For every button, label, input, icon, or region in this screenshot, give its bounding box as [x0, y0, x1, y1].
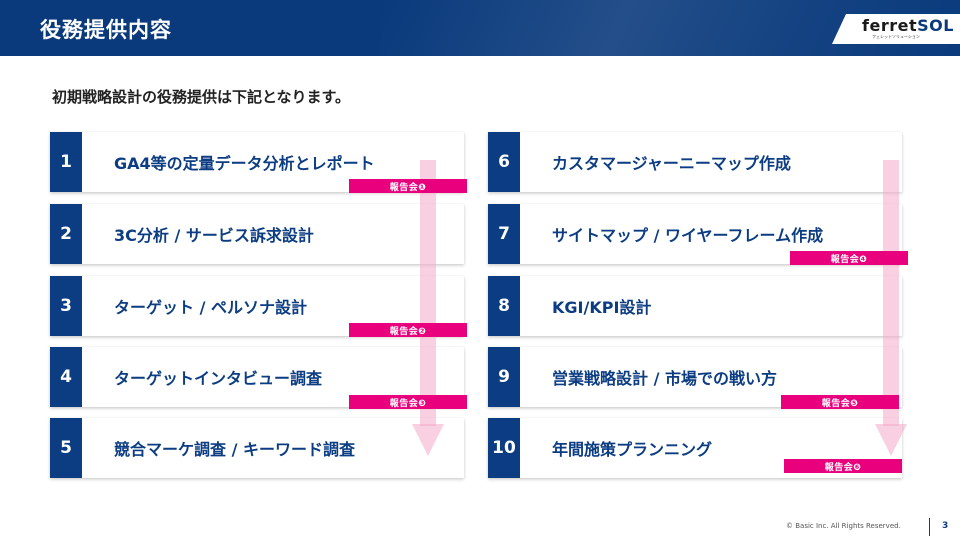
service-item-6: 6 カスタマージャーニーマップ作成 [488, 132, 902, 192]
item-label: サイトマップ / ワイヤーフレーム作成 [552, 226, 824, 245]
slide-title: 役務提供内容 [40, 18, 172, 42]
item-label: KGI/KPI設計 [552, 298, 652, 317]
report-badge-5: 報告会❺ [781, 395, 899, 409]
report-badge-6: 報告会❻ [784, 459, 902, 473]
copyright-text: © Basic Inc. All Rights Reserved. [786, 522, 901, 530]
item-number: 5 [50, 418, 82, 478]
report-badge-3: 報告会❸ [349, 395, 467, 409]
item-label: 競合マーケ調査 / キーワード調査 [114, 440, 355, 459]
logo-text: ferretSOL [862, 16, 954, 35]
page-number: 3 [942, 521, 949, 531]
brand-logo: ferretSOL フェレットソリューション [832, 14, 960, 44]
logo-main: ferret [862, 16, 918, 35]
item-number: 7 [488, 204, 520, 264]
service-item-8: 8 KGI/KPI設計 [488, 276, 902, 336]
item-label: ターゲット / ペルソナ設計 [114, 298, 307, 317]
item-number: 8 [488, 276, 520, 336]
item-number: 10 [488, 418, 520, 478]
item-number: 6 [488, 132, 520, 192]
item-label: 3C分析 / サービス訴求設計 [114, 226, 314, 245]
slide-subtitle: 初期戦略設計の役務提供は下記となります。 [52, 88, 351, 106]
logo-accent: SOL [917, 16, 954, 35]
item-number: 2 [50, 204, 82, 264]
report-badge-1: 報告会❶ [349, 179, 467, 193]
item-number: 1 [50, 132, 82, 192]
item-label: 営業戦略設計 / 市場での戦い方 [552, 369, 777, 388]
service-item-1: 1 GA4等の定量データ分析とレポート [50, 132, 464, 192]
footer-divider [929, 518, 930, 536]
logo-subtext: フェレットソリューション [872, 34, 920, 39]
item-label: 年間施策プランニング [552, 440, 713, 459]
item-label: GA4等の定量データ分析とレポート [114, 154, 375, 173]
service-item-2: 2 3C分析 / サービス訴求設計 [50, 204, 464, 264]
slide-header: 役務提供内容 ferretSOL フェレットソリューション [0, 0, 960, 56]
report-badge-2: 報告会❷ [349, 323, 467, 337]
report-badge-4: 報告会❹ [790, 251, 908, 265]
item-number: 4 [50, 347, 82, 407]
item-number: 9 [488, 347, 520, 407]
item-label: ターゲットインタビュー調査 [114, 369, 323, 388]
item-label: カスタマージャーニーマップ作成 [552, 154, 791, 173]
service-item-5: 5 競合マーケ調査 / キーワード調査 [50, 418, 464, 478]
item-number: 3 [50, 276, 82, 336]
service-item-3: 3 ターゲット / ペルソナ設計 [50, 276, 464, 336]
